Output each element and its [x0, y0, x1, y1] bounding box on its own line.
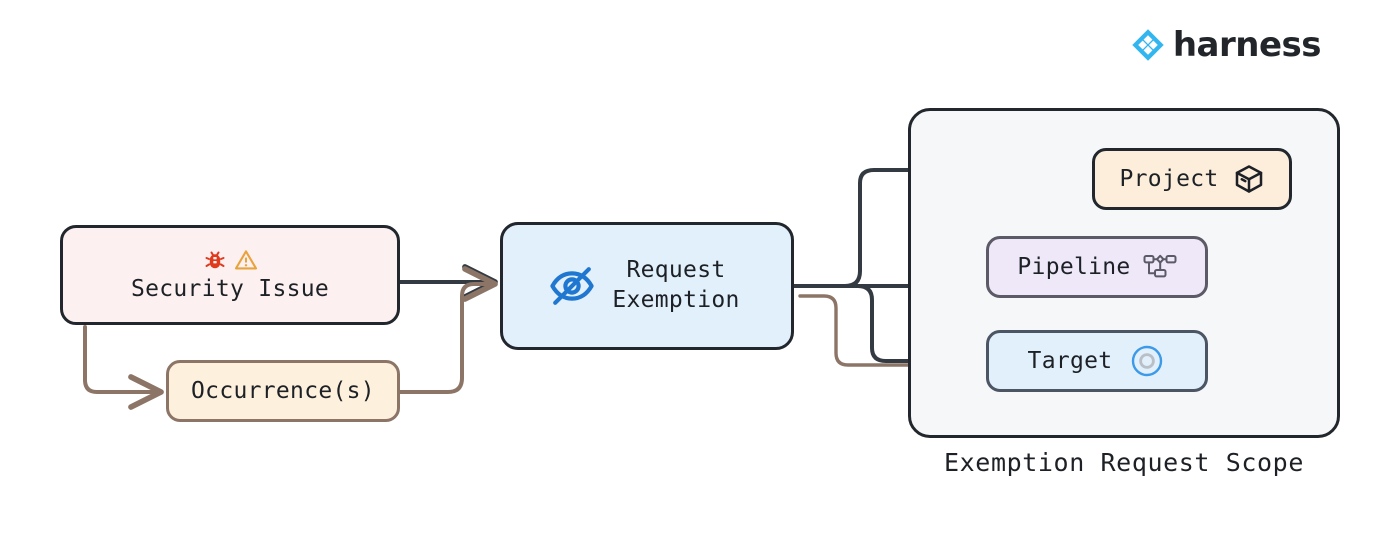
bug-icon [205, 251, 224, 269]
project-label: Project [1119, 165, 1219, 192]
node-security-issue[interactable]: Security Issue [60, 225, 400, 325]
security-issue-label: Security Issue [130, 275, 330, 302]
occurrences-label: Occurrence(s) [191, 377, 375, 404]
node-request-exemption[interactable]: Request Exemption [500, 222, 794, 350]
eye-slash-icon [548, 262, 596, 310]
pipeline-label: Pipeline [1017, 253, 1131, 280]
request-exemption-label: Request Exemption [612, 256, 739, 316]
edge-occurrences-to-request [398, 266, 498, 394]
target-circles-icon [1128, 342, 1166, 380]
pipeline-nodes-icon [1143, 253, 1177, 281]
security-issue-icons [203, 247, 258, 273]
node-target[interactable]: Target [986, 330, 1208, 392]
node-pipeline[interactable]: Pipeline [986, 236, 1208, 298]
request-exemption-label-line1: Request [626, 257, 726, 284]
harness-wordmark: harness [1172, 25, 1322, 65]
target-label: Target [1027, 347, 1113, 374]
edge-security-to-occurrences [83, 325, 164, 410]
warning-triangle-icon [234, 250, 257, 270]
node-occurrences[interactable]: Occurrence(s) [166, 360, 400, 422]
harness-logo: harness [1131, 25, 1322, 65]
request-exemption-label-line2: Exemption [612, 287, 740, 313]
harness-diamond-logo-icon [1132, 29, 1164, 61]
cube-icon [1233, 163, 1265, 195]
exemption-request-scope-caption: Exemption Request Scope [944, 448, 1304, 477]
node-project[interactable]: Project [1092, 148, 1292, 210]
